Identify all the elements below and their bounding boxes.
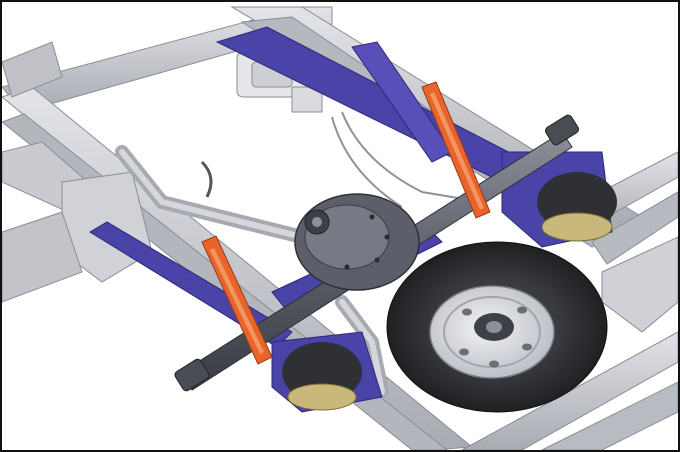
air-springs [282, 172, 617, 411]
shock-absorbers [201, 81, 491, 365]
wheel-assembly [386, 241, 608, 413]
